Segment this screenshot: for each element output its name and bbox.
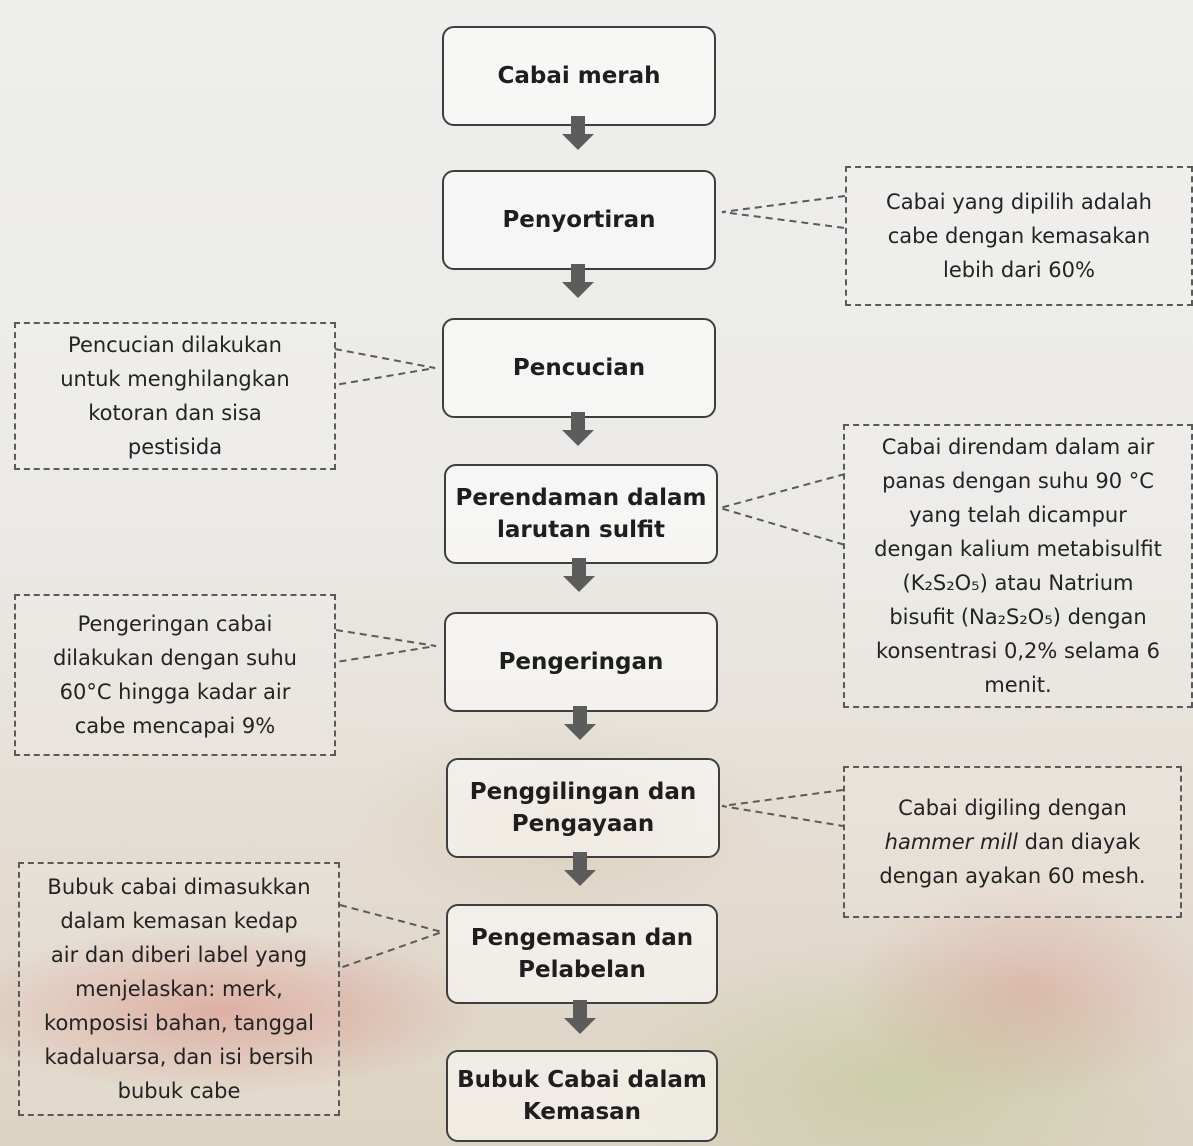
step-cabai-merah: Cabai merah: [442, 26, 716, 126]
note-text: Cabai digiling dengan hammer mill dan di…: [879, 791, 1145, 893]
step-label: Perendaman dalam larutan sulfit: [455, 485, 707, 543]
down-arrow-icon: [562, 264, 594, 298]
note-perendaman: Cabai direndam dalam air panas dengan su…: [843, 424, 1193, 708]
note-pencucian: Pencucian dilakukan untuk menghilangkan …: [14, 322, 336, 470]
step-label: Pengeringan: [498, 649, 664, 675]
note-penggilingan: Cabai digiling dengan hammer mill dan di…: [843, 766, 1182, 918]
step-label: Cabai merah: [497, 63, 661, 89]
note-text: Cabai yang dipilih adalah cabe dengan ke…: [886, 190, 1152, 282]
note-text: Cabai direndam dalam air panas dengan su…: [874, 435, 1162, 697]
step-label: Bubuk Cabai dalam Kemasan: [457, 1067, 707, 1125]
note-text-part: dan diayak dengan ayakan 60 mesh.: [879, 830, 1146, 888]
step-label: Penggilingan dan Pengayaan: [469, 779, 697, 837]
step-pengeringan: Pengeringan: [444, 612, 718, 712]
connector-penyortiran: [721, 195, 846, 229]
step-penyortiran: Penyortiran: [442, 170, 716, 270]
down-arrow-icon: [562, 116, 594, 150]
step-label: Pencucian: [512, 355, 646, 381]
note-text-italic: hammer mill: [884, 830, 1018, 854]
note-text: Pengeringan cabai dilakukan dengan suhu …: [53, 612, 297, 738]
connector-penggilingan: [721, 789, 844, 827]
down-arrow-icon: [563, 558, 595, 592]
down-arrow-icon: [564, 706, 596, 740]
note-pengemasan: Bubuk cabai dimasukkan dalam kemasan ked…: [18, 862, 340, 1116]
note-pengeringan: Pengeringan cabai dilakukan dengan suhu …: [14, 594, 336, 756]
connector-pengeringan: [335, 629, 437, 663]
step-label: Pengemasan dan Pelabelan: [470, 925, 694, 983]
note-text: Bubuk cabai dimasukkan dalam kemasan ked…: [44, 875, 314, 1103]
note-text: Pencucian dilakukan untuk menghilangkan …: [60, 333, 290, 459]
step-perendaman: Perendaman dalam larutan sulfit: [444, 464, 718, 564]
down-arrow-icon: [562, 412, 594, 446]
step-penggilingan: Penggilingan dan Pengayaan: [446, 758, 720, 858]
connector-pencucian: [334, 348, 436, 386]
connector-perendaman: [716, 473, 846, 546]
connector-pengemasan: [339, 904, 446, 969]
step-label: Penyortiran: [502, 207, 656, 233]
note-text-part: Cabai digiling dengan: [898, 796, 1127, 820]
note-penyortiran: Cabai yang dipilih adalah cabe dengan ke…: [845, 166, 1193, 306]
down-arrow-icon: [564, 852, 596, 886]
step-pencucian: Pencucian: [442, 318, 716, 418]
step-pengemasan: Pengemasan dan Pelabelan: [446, 904, 718, 1004]
step-bubuk-cabai: Bubuk Cabai dalam Kemasan: [446, 1050, 718, 1142]
down-arrow-icon: [564, 1000, 596, 1034]
